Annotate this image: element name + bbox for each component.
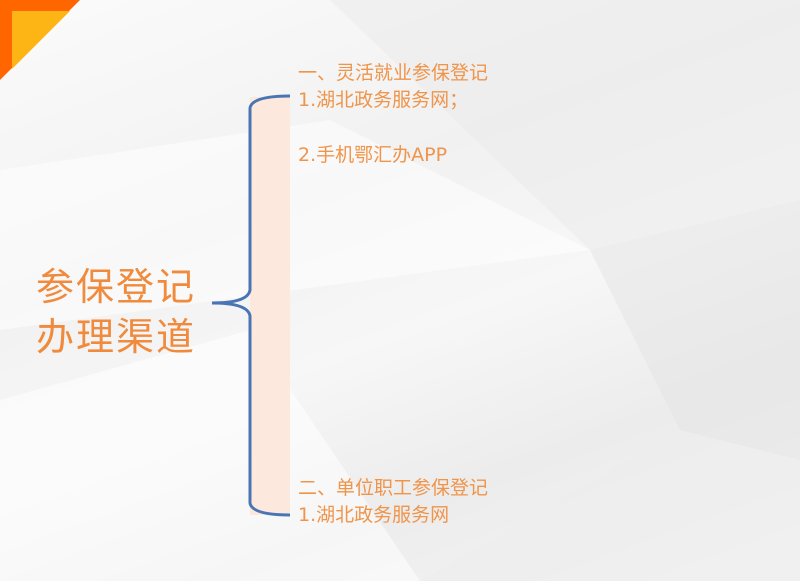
title-line-1: 参保登记: [36, 265, 197, 309]
section2-item-1: 1.湖北政务服务网: [298, 504, 450, 526]
section1-heading: 一、灵活就业参保登记: [298, 62, 489, 84]
section2-heading: 二、单位职工参保登记: [298, 477, 489, 499]
section1-item-2: 2.手机鄂汇办APP: [298, 144, 448, 166]
slide-title: 参保登记 办理渠道: [36, 262, 196, 362]
title-line-2: 办理渠道: [36, 315, 197, 359]
section1-item-1: 1.湖北政务服务网；: [298, 89, 469, 111]
